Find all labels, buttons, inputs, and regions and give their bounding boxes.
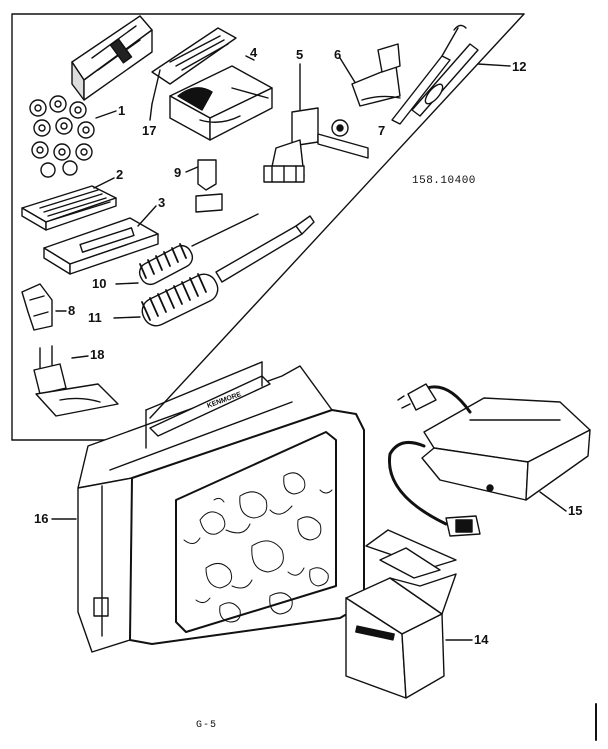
floral-panel-pattern [183, 472, 333, 623]
large-screwdriver [113, 215, 315, 327]
small-screwdriver [115, 213, 259, 286]
callout-16: 16 [34, 511, 49, 526]
blind-stitch-guide [185, 159, 223, 213]
callout-11: 11 [88, 310, 102, 325]
attachment-case [71, 15, 153, 101]
carrying-case [51, 361, 365, 653]
hemmer-foot [339, 43, 401, 107]
callout-10: 10 [92, 276, 107, 291]
callout-4: 4 [250, 45, 258, 60]
callout-15: 15 [568, 503, 583, 518]
callout-14: 14 [474, 632, 489, 647]
callout-8: 8 [68, 303, 76, 318]
page-id: G-5 [196, 720, 218, 731]
needle-pack [21, 177, 117, 231]
buttonhole-attachment [169, 55, 273, 141]
callout-3: 3 [158, 195, 166, 210]
model-number: 158.10400 [412, 175, 476, 187]
callout-6: 6 [334, 47, 342, 62]
accessory-panel-outline [11, 13, 525, 441]
foot-controller [387, 383, 591, 537]
attachment-tray [43, 205, 159, 275]
standard-presser-foot [33, 345, 119, 417]
carton-box [345, 529, 473, 699]
stitch-guide-clip [21, 283, 67, 331]
callout-1: 1 [118, 103, 126, 118]
callout-9: 9 [174, 165, 182, 180]
callout-2: 2 [116, 167, 124, 182]
callout-7: 7 [378, 123, 386, 138]
seam-ripper [391, 24, 511, 125]
callout-12: 12 [512, 59, 527, 74]
instruction-card [149, 27, 237, 121]
callout-5: 5 [296, 47, 304, 62]
zipper-foot-attachment [263, 63, 369, 183]
bobbins [29, 95, 117, 178]
callout-18: 18 [90, 347, 105, 362]
callout-17: 17 [142, 123, 157, 138]
